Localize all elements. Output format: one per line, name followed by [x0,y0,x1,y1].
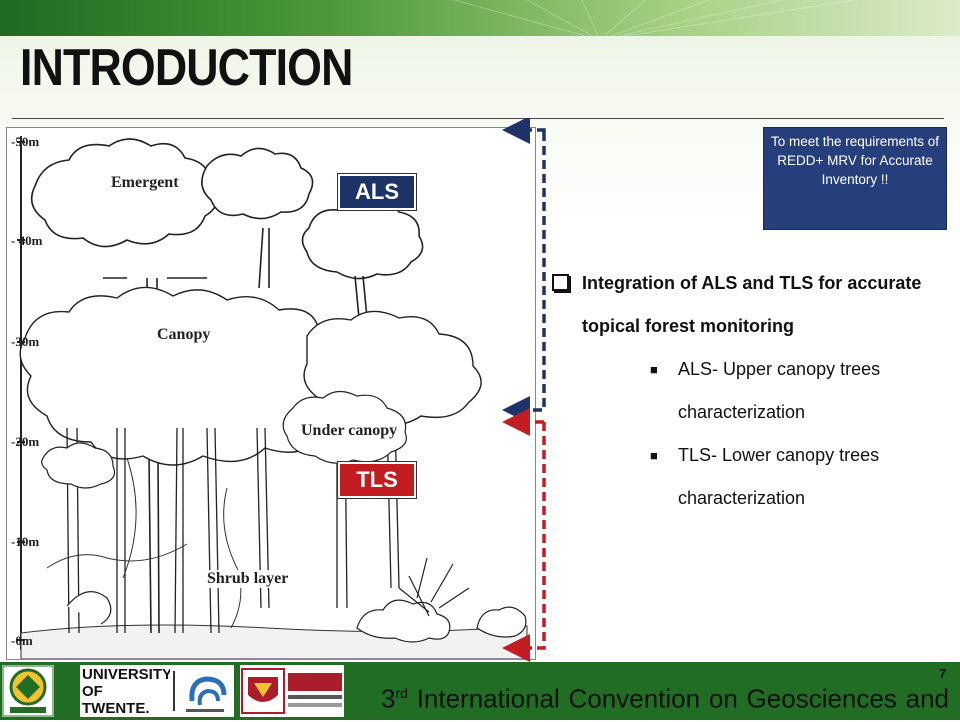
layer-label-canopy: Canopy [155,326,213,344]
height-label-30m: -30m [11,334,40,349]
university-of-twente-logo: UNIVERSITY OF TWENTE. [80,665,173,717]
title-divider [12,118,944,119]
forest-layers-figure: -50m - 40m -30m -20m -10m -0m Emergent C… [6,127,536,660]
itc-logo [170,665,234,717]
slide-title: INTRODUCTION [20,39,353,97]
bullet-list: Integration of ALS and TLS for accurate … [552,262,947,520]
layer-label-emergent: Emergent [109,174,181,192]
height-label-50m: -50m [11,134,40,149]
top-banner [0,0,960,36]
checkbox-bullet-icon [552,262,582,348]
page-number: 7 [939,666,947,681]
main-bullet-text: Integration of ALS and TLS for accurate … [582,273,922,336]
square-bullet-icon: ■ [650,362,658,377]
height-label-40m: - 40m [11,233,43,248]
sub-bullet-als: ■ ALS- Upper canopy trees characterizati… [650,348,947,434]
main-bullet: Integration of ALS and TLS for accurate … [552,262,947,348]
redd-mrv-note: To meet the requirements of REDD+ MRV fo… [763,127,947,230]
footer-bar: UNIVERSITY OF TWENTE. [0,662,960,720]
sub-bullet-als-text: ALS- Upper canopy trees characterization [678,359,881,422]
height-label-20m: -20m [11,434,40,449]
als-tag: ALS [338,174,416,210]
banner-rays [452,0,858,36]
forest-drawing [17,136,528,659]
twente-line-2: OF TWENTE. [82,682,150,717]
range-brackets [502,118,546,662]
layer-label-shrub: Shrub layer [205,570,291,588]
square-bullet-icon: ■ [650,448,658,463]
tls-tag: TLS [338,462,416,498]
upm-logo [240,665,344,717]
layer-label-under-canopy: Under canopy [299,422,400,440]
twente-line-1: UNIVERSITY [82,665,173,683]
convention-title: 3rd International Convention on Geoscien… [381,683,949,720]
height-label-10m: -10m [11,534,40,549]
sub-bullet-tls-text: TLS- Lower canopy trees characterization [678,445,880,508]
height-label-0m: -0m [11,633,33,648]
ka-ulubelt-logo [2,665,54,717]
sub-bullet-tls: ■ TLS- Lower canopy trees characterizati… [650,434,947,520]
